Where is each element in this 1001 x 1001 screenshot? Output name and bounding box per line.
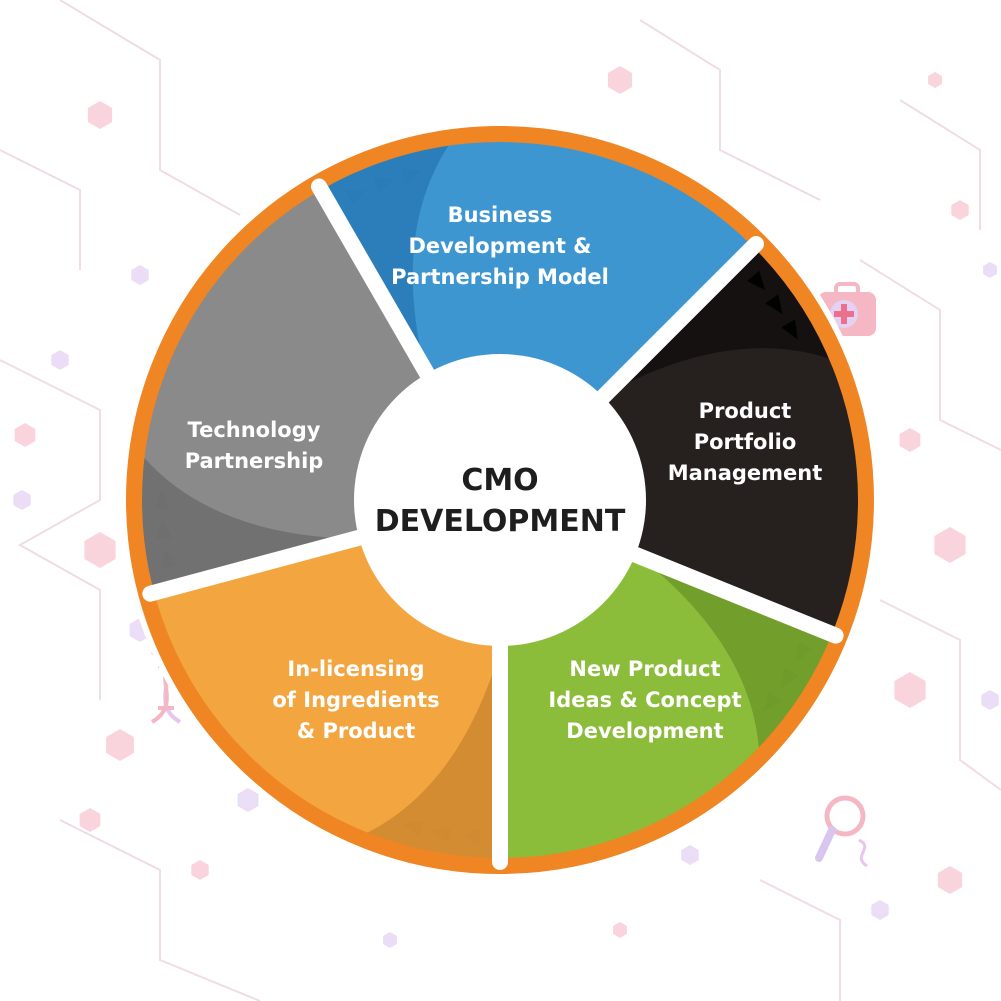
segment-accent-technology bbox=[140, 456, 356, 594]
segment-dividers bbox=[142, 178, 844, 870]
hexagon-decoration bbox=[681, 845, 699, 865]
segment-business bbox=[320, 139, 755, 500]
hexagon-decoration bbox=[13, 490, 31, 510]
segment-accent-portfolio bbox=[606, 245, 832, 394]
segment-divider bbox=[142, 528, 373, 602]
network-line bbox=[879, 599, 1001, 791]
hexagon-decoration bbox=[951, 200, 969, 220]
segment-label-portfolio-line2: Portfolio bbox=[694, 430, 797, 454]
segment-label-new-product-line3: Development bbox=[566, 719, 723, 743]
hexagon-decoration bbox=[934, 527, 966, 563]
hexagon-decoration bbox=[981, 690, 999, 710]
hexagon-decoration bbox=[106, 729, 134, 761]
flow-arrow bbox=[796, 641, 813, 663]
flow-arrow bbox=[460, 829, 481, 846]
flow-arrow bbox=[746, 270, 766, 291]
segment-accent-inlicensing bbox=[365, 650, 500, 860]
center-hub bbox=[354, 354, 646, 646]
segment-accent-new-product bbox=[639, 556, 834, 751]
flow-arrow bbox=[401, 168, 423, 184]
hexagon-decoration bbox=[894, 672, 926, 708]
hexagon-decoration bbox=[237, 788, 259, 812]
magnifier-dna-icon bbox=[815, 795, 868, 868]
hexagon-decoration bbox=[607, 66, 633, 94]
hexagon-decoration bbox=[191, 860, 209, 880]
network-line bbox=[0, 149, 81, 270]
segment-label-business-line1: Business bbox=[448, 203, 553, 227]
segment-label-new-product-line1: New Product bbox=[569, 657, 720, 681]
flow-arrow bbox=[156, 519, 173, 540]
flow-arrow bbox=[781, 667, 799, 688]
segment-label-inlicensing-line1: In-licensing bbox=[287, 657, 424, 681]
segment-label-technology-line2: Partnership bbox=[185, 449, 324, 473]
network-line bbox=[759, 879, 841, 1001]
segment-divider bbox=[591, 236, 764, 409]
hexagon-decoration bbox=[937, 866, 963, 894]
hexagon-decoration bbox=[899, 428, 921, 452]
hexagon-decoration bbox=[79, 808, 101, 832]
hexagon-decoration bbox=[131, 265, 149, 285]
flow-arrow bbox=[373, 177, 394, 193]
hexagon-decoration bbox=[871, 900, 889, 920]
flow-arrow bbox=[431, 826, 452, 843]
flow-arrow bbox=[781, 319, 798, 340]
segment-label-inlicensing-line3: & Product bbox=[297, 719, 415, 743]
flow-arrow bbox=[154, 490, 170, 509]
segment-label-portfolio-line1: Product bbox=[699, 399, 792, 423]
flow-arrow bbox=[402, 821, 424, 837]
flow-arrow bbox=[160, 548, 177, 569]
hexagon-decoration bbox=[14, 423, 36, 447]
network-line bbox=[0, 359, 101, 700]
background-hexagons bbox=[13, 66, 999, 948]
segment-divider bbox=[311, 178, 438, 387]
segment-label-portfolio-line3: Management bbox=[668, 461, 823, 485]
network-line bbox=[59, 0, 241, 216]
hexagon-decoration bbox=[613, 922, 627, 938]
hexagon-decoration bbox=[51, 350, 69, 370]
segment-label-technology-line1: Technology bbox=[188, 418, 321, 442]
network-line bbox=[899, 99, 981, 230]
network-line bbox=[859, 259, 1001, 451]
hexagon-decoration bbox=[928, 72, 942, 88]
segment-label-new-product-line2: Ideas & Concept bbox=[548, 688, 741, 712]
flow-arrow bbox=[763, 691, 782, 712]
flow-arrow bbox=[765, 294, 783, 315]
hexagon-decoration bbox=[84, 532, 116, 568]
segment-divider bbox=[621, 544, 844, 644]
flow-arrows bbox=[154, 168, 813, 846]
segment-label-business-line3: Partnership Model bbox=[391, 265, 609, 289]
hexagon-decoration bbox=[983, 262, 997, 278]
network-line bbox=[59, 819, 261, 1001]
network-line bbox=[639, 19, 821, 201]
center-title-line1: CMO bbox=[461, 463, 538, 498]
hexagon-decoration bbox=[87, 101, 113, 129]
segment-label-business-line2: Development & bbox=[408, 234, 591, 258]
segment-label-inlicensing-line2: of Ingredients bbox=[272, 688, 439, 712]
hexagon-decoration bbox=[383, 932, 397, 948]
flow-arrow bbox=[345, 189, 367, 205]
center-title-line2: DEVELOPMENT bbox=[375, 504, 626, 539]
